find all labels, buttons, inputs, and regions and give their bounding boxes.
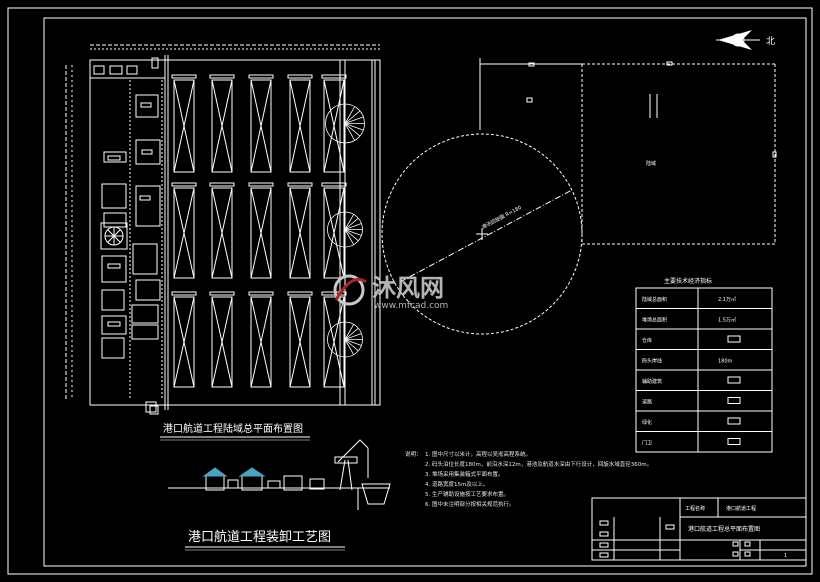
note-line-3: 3. 堆场采用集装箱式平面布置。 [425,470,504,478]
plan-title: 港口航道工程陆域总平面布置图 [163,422,303,435]
facility-buildings [93,57,163,415]
watermark-url: www.mfcad.com [374,301,448,311]
land-area [479,58,777,245]
process-section [168,439,391,510]
legend-row-label: 道路 [642,399,652,406]
north-label: 北 [766,36,775,47]
facility-box [149,405,159,415]
facility-box [132,243,158,275]
title-block [591,497,807,561]
yard-block [321,74,347,173]
facility-mark [107,155,121,161]
legend-row-symbol [727,397,741,404]
process-title: 港口航道工程装卸工艺图 [188,529,331,545]
facility-box [151,57,159,69]
facility-box [93,65,105,75]
crane-swing-arc [327,321,363,358]
legend-title: 主要技术经济指标 [664,277,712,285]
facility-box [135,185,161,227]
note-line-2: 2. 码头泊位长度180m，前沿水深12m，港池及航道水深由下行设计，回旋水域直… [425,460,652,468]
facility-box [135,279,161,301]
watermark-logo-icon [333,274,365,306]
facility-box [103,151,127,163]
crane-swing-arc [325,103,365,144]
note-line-4: 4. 道路宽度15m及以上。 [425,480,488,488]
yard-block [248,291,274,388]
facility-mark [107,321,121,327]
yard-block [248,74,274,173]
yard-block [209,74,235,173]
yard-block [287,182,313,279]
legend-row-symbol [727,376,741,384]
title-block-project: 工程名称 [685,505,705,512]
note-line-5: 5. 生产辅助设施按工艺要求布置。 [425,490,509,498]
facility-mark [139,195,151,201]
crane-swing-arc [327,211,363,248]
facility-mark [107,263,121,269]
yard-block [209,291,235,388]
turning-circle-label: 港池回旋圆 R=180 [481,204,523,231]
facility-mark [140,102,152,108]
legend-row-label: 堆场总面积 [642,317,667,324]
yard-block [248,182,274,279]
quay-cranes [325,103,365,358]
yard-block [171,74,197,173]
note-line-1: 1. 图中尺寸以米计，高程以吴淞高程系统。 [425,450,531,458]
outer-border [7,7,813,575]
legend-row-label: 门卫 [642,440,652,447]
facility-box [135,139,161,165]
storage-yards [171,74,347,388]
legend-row-label: 码头岸线 [642,358,662,365]
facility-box [101,289,125,311]
title-block-sheet: 1 [784,553,787,559]
legend-row-value: 2.1万㎡ [718,296,736,303]
yard-block [287,291,313,388]
land-area-label: 陆域 [646,160,656,167]
yard-block [287,74,313,173]
legend-row-label: 绿化 [642,419,652,426]
facility-box [135,94,159,118]
notes-label: 说明： [405,450,422,458]
facility-box [101,183,127,209]
note-line-6: 6. 图中未注明部分按相关规范执行。 [425,500,515,508]
watermark-logo-swoosh-icon [334,277,367,301]
legend-row-value: 1.5万㎡ [718,317,736,324]
facility-box [131,324,159,340]
facility-box [145,401,157,413]
legend-row-value: 180m [718,359,733,365]
title-block-school: 港口航道工程 [726,505,756,512]
legend-row-symbol [727,417,741,425]
legend-row-symbol [727,335,741,343]
yard-block [171,291,197,388]
cooling-tower-icon [100,222,128,250]
yard-block [321,291,347,388]
legend-row-label: 仓库 [642,337,652,344]
north-arrow-icon [716,30,760,50]
facility-box [131,304,159,324]
legend-row-label: 陆域总面积 [642,296,667,303]
yard-block [209,182,235,279]
watermark-text: 沐风网 [372,274,444,302]
legend-row-label: 辅助建筑 [642,378,662,385]
facility-box [101,255,127,283]
inner-border [43,17,807,567]
facility-box [126,65,138,75]
yard-block [171,182,197,279]
facility-mark [141,149,153,155]
legend-row-symbol [727,438,741,445]
facility-box [101,337,125,359]
yard-block [321,182,347,279]
facility-box [103,212,127,228]
facility-box [101,315,127,335]
title-block-drawing-name: 港口航道工程总平面布置图 [688,525,760,533]
facility-box [109,65,123,75]
watermark: 沐风网 www.mfcad.com [333,274,448,311]
